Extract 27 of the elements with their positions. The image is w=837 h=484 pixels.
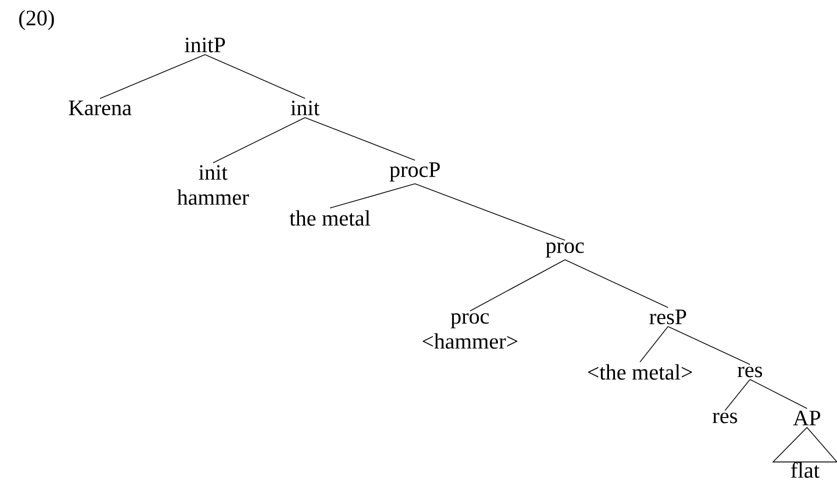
node-label: initP [184, 38, 225, 52]
branch-line [564, 259, 668, 308]
node-label: res [738, 366, 762, 378]
branch-line [750, 379, 808, 409]
example-number: (20) [19, 10, 54, 30]
node-label: res [712, 412, 738, 424]
branch-line [414, 183, 566, 241]
node-label: procP [390, 162, 440, 182]
branch-line [330, 183, 416, 208]
node-label: AP [793, 410, 820, 426]
node-label: the metal [290, 210, 370, 226]
branch-line [470, 259, 566, 312]
branch-line [304, 117, 416, 161]
branch-line [100, 54, 206, 99]
node-label: init hammer [177, 165, 249, 205]
node-label: Karena [68, 100, 132, 116]
node-label: proc [546, 242, 584, 258]
node-label: flat [791, 462, 820, 478]
branch-line [668, 326, 750, 365]
branch-line [204, 54, 306, 99]
node-label: resP [650, 310, 686, 324]
node-label: proc <hammer> [422, 313, 518, 349]
branch-line [640, 326, 668, 362]
node-label: init [290, 100, 320, 116]
node-label: <the metal> [588, 364, 692, 380]
branch-line [212, 117, 306, 164]
branch-line [724, 379, 750, 411]
